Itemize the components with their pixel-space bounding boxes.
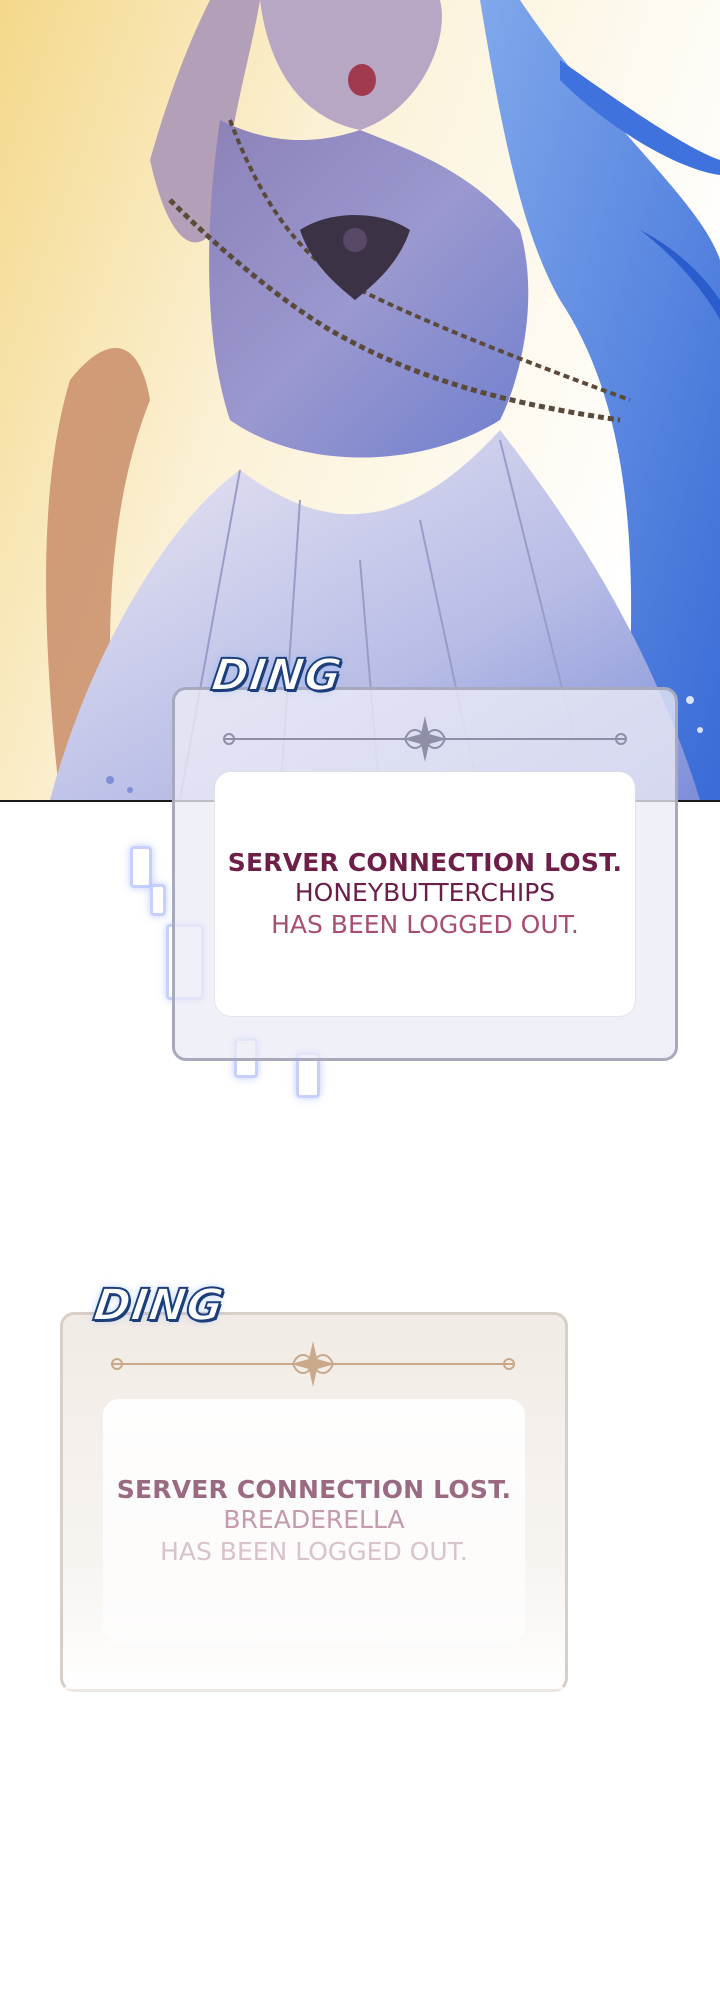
- notification-message: HAS BEEN LOGGED OUT.: [271, 909, 579, 939]
- notification-title: SERVER CONNECTION LOST.: [227, 847, 623, 877]
- ding-sound-effect: DING: [207, 649, 346, 702]
- ding-sound-effect: DING: [89, 1279, 228, 1332]
- notification-message-box: SERVER CONNECTION LOST. BREADERELLA HAS …: [103, 1399, 525, 1643]
- ornament-divider-icon: [223, 716, 627, 762]
- system-notification-window: SERVER CONNECTION LOST. BREADERELLA HAS …: [60, 1312, 568, 1692]
- princess-illustration: [0, 0, 720, 800]
- comic-panel-illustration: [0, 0, 720, 802]
- notification-username: HONEYBUTTERCHIPS: [294, 877, 556, 907]
- notification-username: BREADERELLA: [223, 1504, 405, 1534]
- notification-title: SERVER CONNECTION LOST.: [116, 1474, 512, 1504]
- notification-message-box: SERVER CONNECTION LOST. HONEYBUTTERCHIPS…: [215, 772, 635, 1016]
- glitch-fragment: [130, 846, 152, 888]
- system-notification-window: SERVER CONNECTION LOST. HONEYBUTTERCHIPS…: [172, 687, 678, 1061]
- glitch-fragment: [150, 884, 166, 916]
- notification-message: HAS BEEN LOGGED OUT.: [160, 1536, 468, 1566]
- ornament-divider-icon: [111, 1341, 515, 1387]
